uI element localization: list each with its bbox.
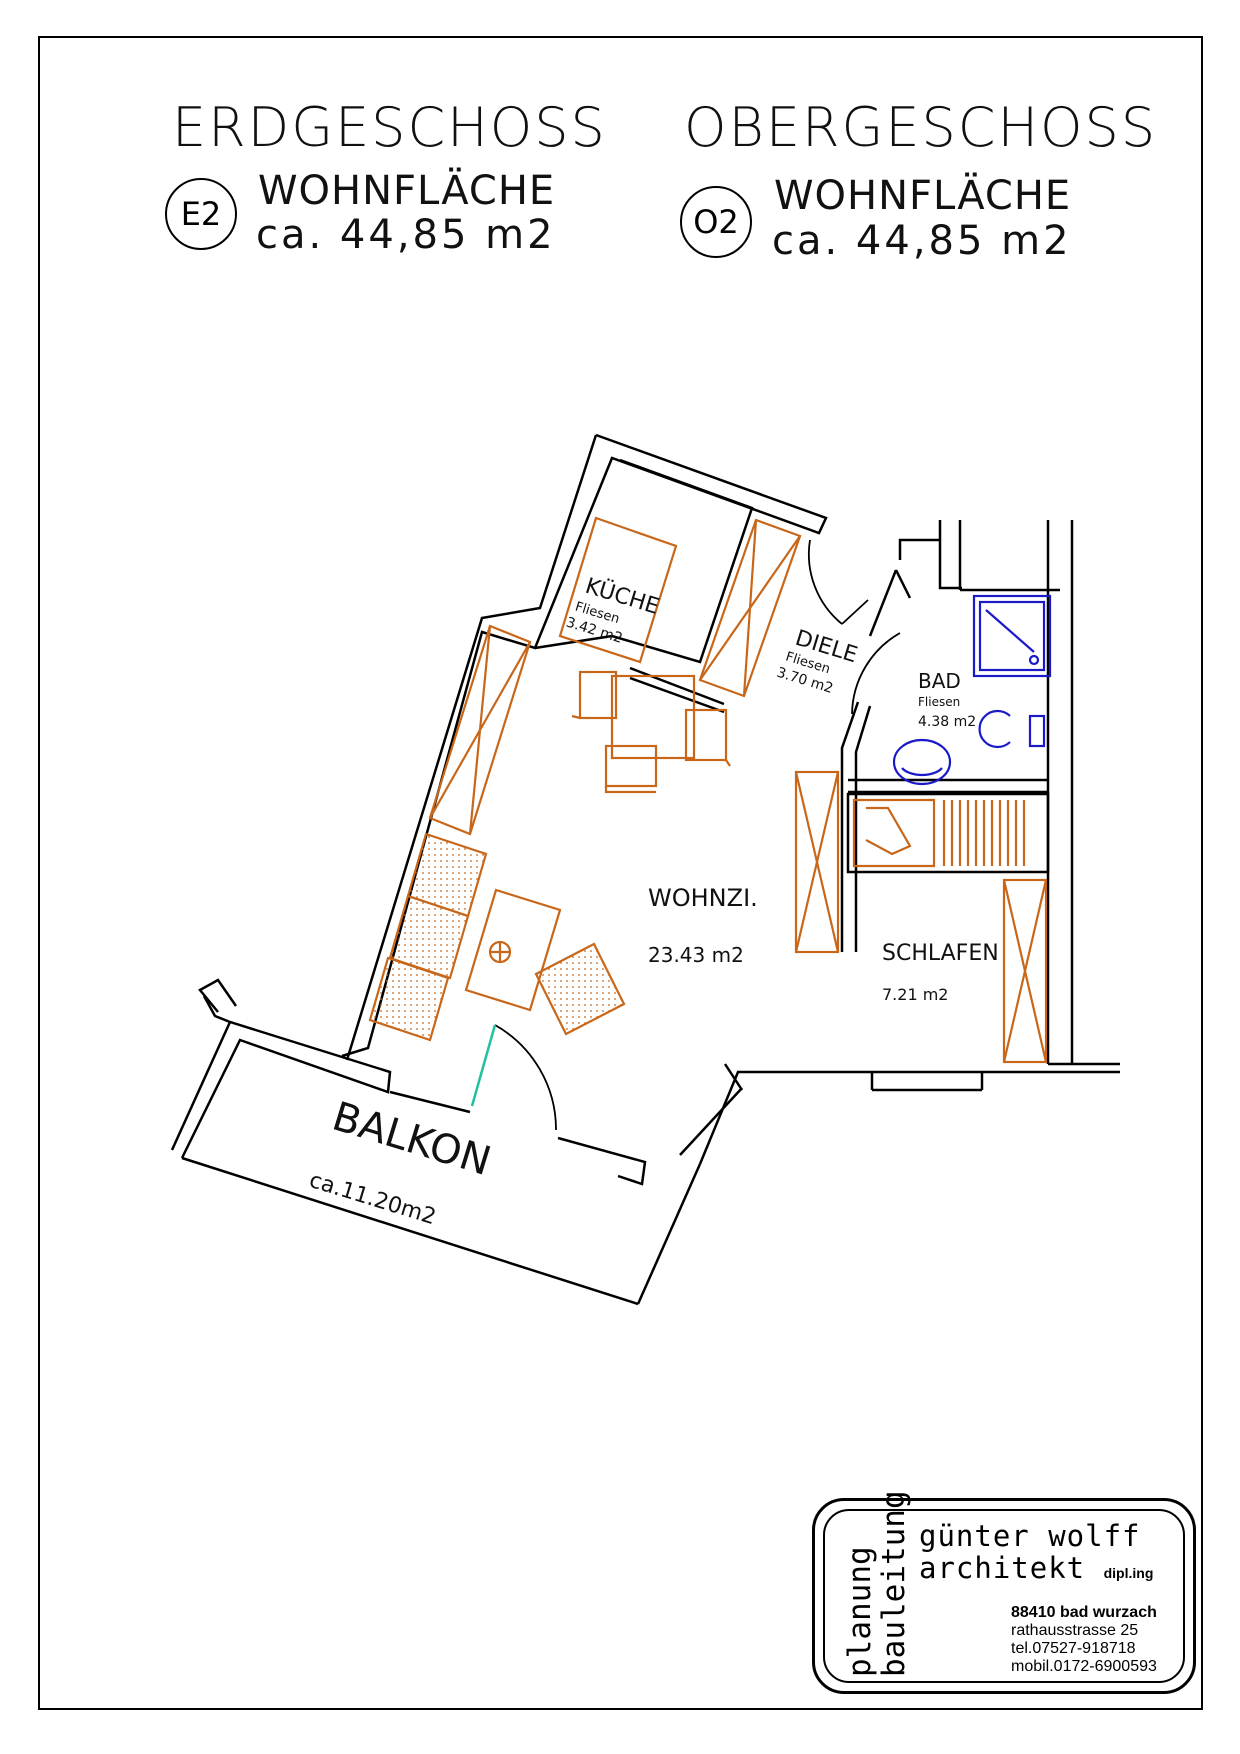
room-material-bad: Fliesen: [918, 695, 960, 709]
floor-title-ground: ERDGESCHOSS: [172, 96, 607, 159]
stamp-city: bad wurzach: [1059, 1604, 1157, 1621]
room-area-bad: 4.38 m2: [918, 714, 976, 730]
living-area-value-ground: ca. 44,85 m2: [256, 212, 556, 258]
room-name-schlafen: SCHLAFEN: [882, 941, 999, 966]
drawing-frame: [38, 36, 1203, 1710]
stamp-architect-name: günter wolff: [919, 1519, 1141, 1553]
stamp-zip: 88410: [1011, 1604, 1056, 1621]
stamp-address-street: rathausstrasse 25: [1011, 1622, 1139, 1639]
living-area-label-ground: WOHNFLÄCHE: [258, 168, 556, 214]
stamp-inner-border: [823, 1509, 1185, 1683]
room-name-wohnzi: WOHNZI.: [648, 884, 758, 912]
living-area-label-upper: WOHNFLÄCHE: [774, 173, 1072, 219]
room-area-balkon: ca.11.20m2: [306, 1168, 439, 1230]
stamp-architect-title: architekt dipl.ing: [919, 1551, 1153, 1590]
unit-code-badge-ground: E2: [165, 178, 237, 250]
stamp-address-city: 88410 bad wurzach: [1011, 1605, 1157, 1621]
stamp-mobile: mobil.0172-6900593: [1011, 1658, 1157, 1675]
sanitary: [892, 594, 1052, 786]
stamp-phone: tel.07527-918718: [1011, 1640, 1136, 1657]
stamp-vertical-bauleitung: bauleitung: [876, 1490, 912, 1677]
floor-title-upper: OBERGESCHOSS: [684, 96, 1158, 159]
living-area-value-upper: ca. 44,85 m2: [772, 218, 1072, 264]
door-swings: [494, 539, 901, 1131]
unit-code-badge-upper: O2: [680, 186, 752, 258]
room-area-schlafen: 7.21 m2: [882, 985, 948, 1004]
room-name-bad: BAD: [918, 669, 961, 693]
stamp-architect-role: architekt: [919, 1551, 1086, 1585]
architect-stamp: planung bauleitung günter wolff architek…: [812, 1490, 1196, 1694]
stamp-architect-degree: dipl.ing: [1103, 1565, 1154, 1581]
room-name-balkon: BALKON: [327, 1094, 496, 1186]
room-area-wohnzi: 23.43 m2: [648, 943, 744, 967]
furniture: [368, 516, 1048, 1064]
balcony-door-leaf: [470, 1024, 497, 1107]
stamp-vertical-planung: planung: [842, 1546, 878, 1677]
